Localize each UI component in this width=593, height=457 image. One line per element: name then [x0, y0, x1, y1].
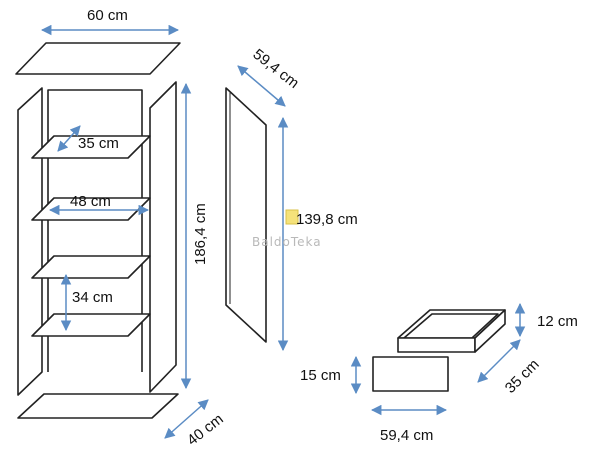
door: [225, 87, 267, 343]
back-panel: [47, 89, 143, 372]
arrow-base-depth: [164, 399, 209, 439]
door-panel: [225, 87, 267, 343]
arrow-side-depth: [237, 65, 286, 107]
label-shelf-2: 48 cm: [70, 193, 111, 210]
baldoteka-logo-icon: [285, 209, 299, 225]
arrow-drawer-depth: [477, 339, 521, 383]
base-panel: [17, 393, 179, 419]
label-shelf-3: 34 cm: [72, 289, 113, 306]
drawer-box-front: [397, 337, 476, 353]
label-side-depth: 59,4 cm: [250, 46, 303, 92]
label-drawer-depth: 35 cm: [502, 356, 543, 397]
label-door-height: 139,8 cm: [296, 211, 358, 228]
label-drawer-front-height: 15 cm: [300, 367, 341, 384]
label-drawer-front-width: 59,4 cm: [380, 427, 433, 444]
watermark-text: BaldoTeka: [252, 235, 322, 249]
right-side-panel: [149, 81, 177, 393]
arrow-shelf-1: [57, 125, 81, 152]
dimension-arrows: [40, 24, 526, 439]
cabinet: [15, 42, 181, 419]
drawer-front-panel: [372, 356, 449, 392]
label-cabinet-height: 186,4 cm: [192, 203, 209, 265]
label-top-width: 60 cm: [87, 7, 128, 24]
left-side-panel: [17, 87, 43, 396]
top-panel: [15, 42, 181, 75]
shelf-4: [31, 313, 151, 337]
shelf-3: [31, 255, 151, 279]
label-drawer-height: 12 cm: [537, 313, 578, 330]
drawer: [372, 309, 506, 392]
watermark: BaldoTeka: [252, 209, 322, 249]
label-shelf-1: 35 cm: [78, 135, 119, 152]
